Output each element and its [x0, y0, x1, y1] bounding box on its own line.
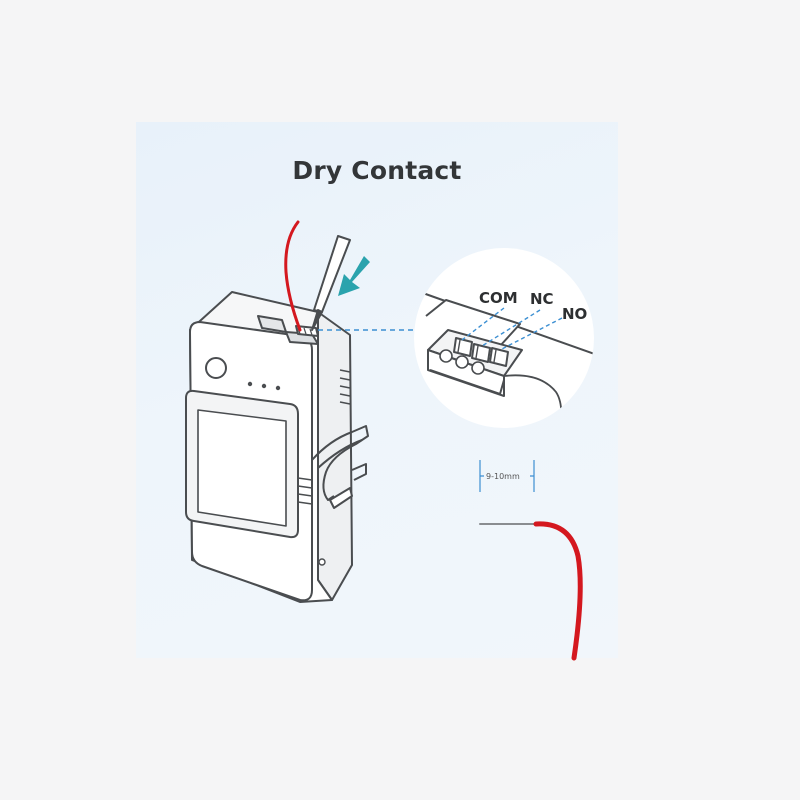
stripped-wire — [479, 521, 583, 661]
terminal-label-no: NO — [562, 305, 587, 323]
device — [185, 291, 353, 603]
page-title: Dry Contact — [292, 156, 462, 185]
terminal-zoom-circle: COM NC NO — [414, 248, 594, 428]
terminal-label-com: COM — [479, 289, 518, 307]
press-arrow-icon — [338, 256, 370, 296]
terminal-label-nc: NC — [530, 290, 554, 308]
red-wire-top — [284, 220, 302, 332]
mounting-clip — [311, 425, 369, 509]
screwdriver-icon — [311, 235, 351, 331]
strip-length-dimension — [479, 460, 535, 492]
strip-length-label: 9-10mm — [486, 472, 520, 481]
